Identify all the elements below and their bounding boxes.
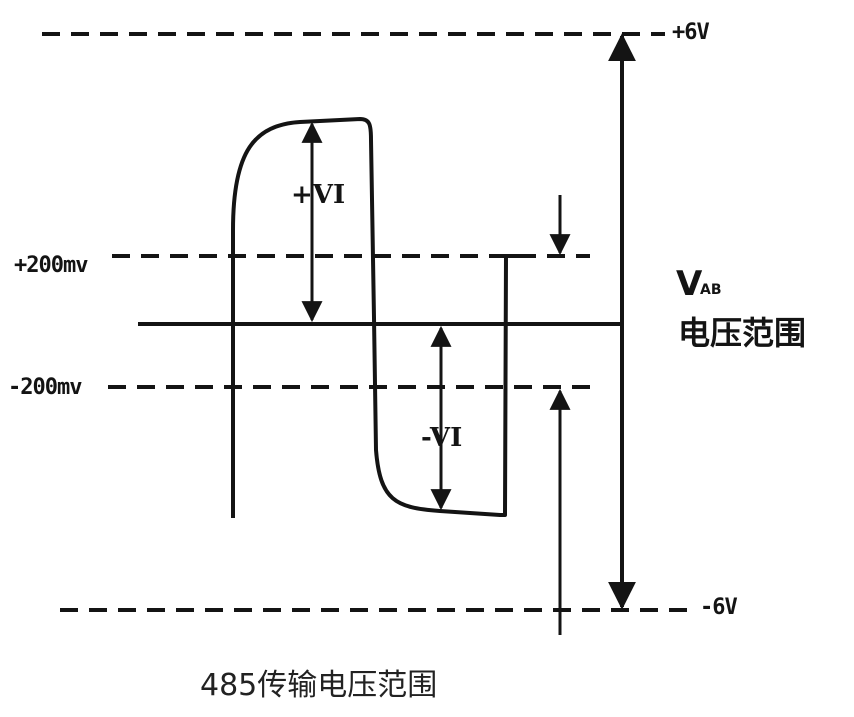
minus-200mv-label: -200mv [8,375,82,400]
plus-6v-label: +6V [672,20,710,45]
minus-vi-label: -VI [421,423,463,453]
minus-6v-label: -6V [700,595,738,620]
plus-200mv-label: +200mv [14,253,88,278]
vab-symbol: V [676,264,703,304]
vab-subscript: AB [700,282,722,298]
vab-range-label: 电压范围 [678,314,807,352]
diagram-caption: 485传输电压范围 [200,668,438,703]
plus-vi-label: +VI [291,180,346,210]
differential-waveform [231,117,518,518]
